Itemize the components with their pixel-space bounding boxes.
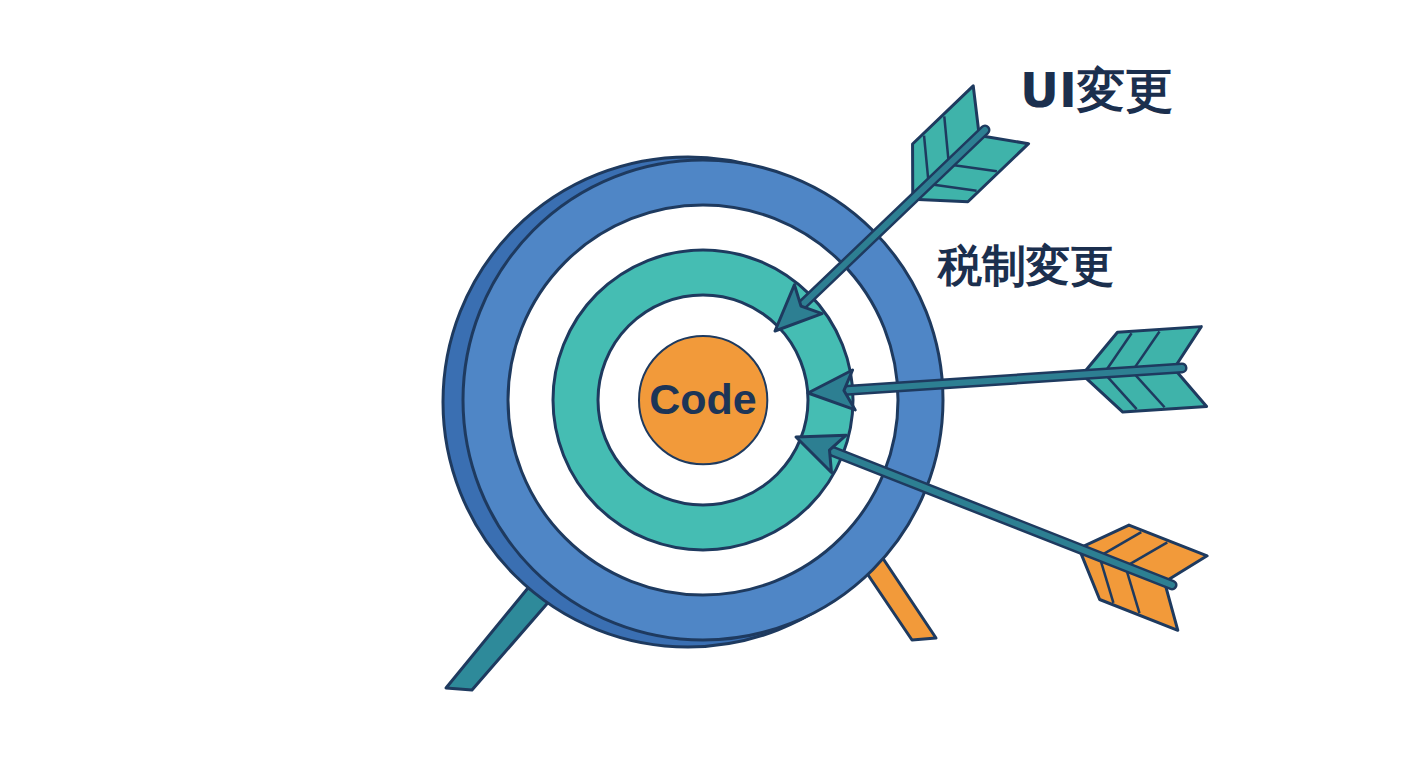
arrow	[796, 435, 1207, 630]
arrow-feather	[1079, 548, 1178, 630]
feather-stroke	[929, 184, 977, 191]
arrow-head	[796, 435, 846, 472]
feather-stroke	[1125, 542, 1167, 566]
feather-stroke	[1132, 371, 1164, 407]
target-center: Code	[637, 334, 769, 466]
arrow-head	[808, 370, 855, 410]
node-label: Code	[649, 375, 757, 424]
arrows	[775, 86, 1207, 630]
arrow-shaft-outline	[833, 452, 1172, 585]
arrow	[775, 86, 1029, 331]
arrow	[808, 327, 1207, 412]
feather-stroke	[1104, 373, 1136, 409]
arrow-shaft	[848, 368, 1182, 390]
arrow-head	[775, 285, 822, 331]
feather-stroke	[944, 116, 949, 164]
arrow-shaft	[833, 452, 1172, 585]
change-label: 税制変更	[938, 240, 1114, 293]
feather-stroke	[1099, 532, 1141, 556]
arrow-shaft-outline	[848, 368, 1182, 390]
bullseye	[639, 336, 767, 464]
target-leg	[446, 588, 552, 690]
feather-stroke	[949, 165, 997, 172]
node-text-holder: Code	[649, 375, 757, 424]
change-label: UI変更	[1020, 62, 1173, 120]
feather-stroke	[924, 136, 929, 184]
